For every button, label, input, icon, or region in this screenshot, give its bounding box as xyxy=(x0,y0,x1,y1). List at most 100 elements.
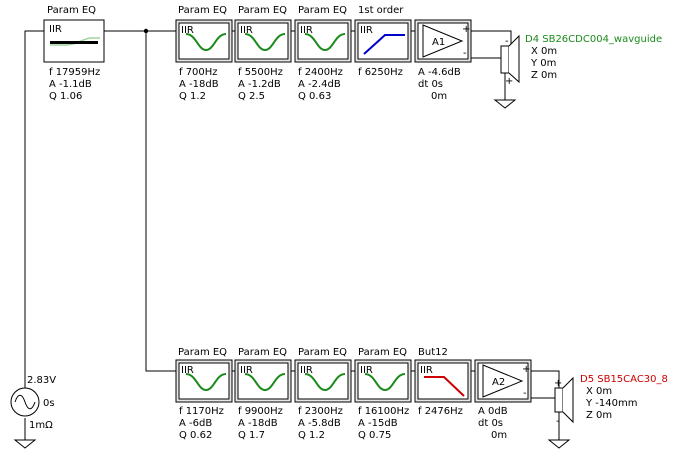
amplifier-a2[interactable]: A2 + - A 0dB dt 0s 0m xyxy=(474,359,532,441)
block-title: But12 xyxy=(418,347,448,358)
block-inner xyxy=(178,22,230,60)
block-label: IIR xyxy=(300,365,313,376)
block-freq: f 6250Hz xyxy=(358,67,403,78)
driver-z: Z 0m xyxy=(531,70,557,81)
ground-icon xyxy=(13,439,37,449)
block-title: Param EQ xyxy=(238,347,287,358)
driver-d5[interactable]: + - D5 SB15CAC30_8 X 0m Y -140mm Z 0m xyxy=(554,374,668,427)
peq-curve-icon xyxy=(185,33,227,52)
driver-top-sign: - xyxy=(505,36,509,47)
driver-x: X 0m xyxy=(586,386,612,397)
driver-bottom-sign: - xyxy=(556,416,560,427)
source-resistance: 1mΩ xyxy=(29,420,53,431)
top-eq-block[interactable]: Param EQ IIR f 17959Hz A -1.1dB Q 1.06 xyxy=(43,5,105,102)
driver-d4[interactable]: - + D4 SB26CDC004_wavguide X 0m Y 0m Z 0… xyxy=(500,34,662,87)
voltage-source[interactable]: 2.83V 0s 1mΩ xyxy=(10,375,56,431)
peq-curve-icon xyxy=(244,373,286,392)
block-freq: f 1170Hz xyxy=(179,406,224,417)
branch1-block-2[interactable]: Param EQ IIR f 2400Hz A -2.4dB Q 0.63 xyxy=(294,5,352,102)
branch1-block-0[interactable]: Param EQ IIR f 700Hz A -18dB Q 1.2 xyxy=(175,5,233,102)
peq-curve-icon xyxy=(364,373,406,392)
peq-curve-icon xyxy=(304,373,346,392)
top-eq-q: Q 1.06 xyxy=(49,91,82,102)
block-inner xyxy=(357,362,409,400)
block-q: Q 1.2 xyxy=(179,91,206,102)
block-q: Q 0.62 xyxy=(179,430,212,441)
peq-curve-icon xyxy=(185,373,227,392)
driver-name: D4 SB26CDC004_wavguide xyxy=(525,34,662,45)
highpass-curve-icon xyxy=(363,34,405,55)
block-freq: f 700Hz xyxy=(179,67,218,78)
branch2-block-0[interactable]: Param EQ IIR f 1170Hz A -6dB Q 0.62 xyxy=(175,347,233,441)
branch2-block-1[interactable]: Param EQ IIR f 9900Hz A -18dB Q 1.7 xyxy=(234,347,292,441)
block-q: Q 1.2 xyxy=(298,430,325,441)
block-inner xyxy=(297,362,349,400)
driver-x: X 0m xyxy=(531,46,557,57)
source-voltage: 2.83V xyxy=(27,375,56,386)
ground-icon xyxy=(547,439,571,449)
speaker-cone-icon xyxy=(508,34,520,84)
block-q: Q 1.7 xyxy=(238,430,265,441)
source-delay: 0s xyxy=(43,398,55,409)
ground-icon xyxy=(493,99,517,109)
block-gain: A -15dB xyxy=(358,418,398,429)
amp-delay: dt 0s xyxy=(418,79,443,90)
amp-minus: - xyxy=(523,388,527,399)
branch1-block-3[interactable]: 1st order IIR f 6250Hz xyxy=(354,5,412,78)
amp-gain: A -4.6dB xyxy=(418,67,461,78)
block-label: IIR xyxy=(360,365,373,376)
amp-plus: + xyxy=(462,24,470,35)
top-eq-label: IIR xyxy=(49,24,62,35)
amp-triangle-icon xyxy=(422,24,464,58)
driver-bottom-sign: + xyxy=(505,76,513,87)
driver-y: Y 0m xyxy=(530,58,556,69)
branch2-block-2[interactable]: Param EQ IIR f 2300Hz A -5.8dB Q 1.2 xyxy=(294,347,352,441)
block-label: IIR xyxy=(300,25,313,36)
top-eq-gain: A -1.1dB xyxy=(49,79,92,90)
branch1-block-1[interactable]: Param EQ IIR f 5500Hz A -1.2dB Q 2.5 xyxy=(234,5,292,102)
block-label: IIR xyxy=(181,25,194,36)
amp-distance: 0m xyxy=(491,430,507,441)
block-title: Param EQ xyxy=(358,347,407,358)
block-inner xyxy=(237,362,289,400)
block-label: IIR xyxy=(360,25,373,36)
block-freq: f 2400Hz xyxy=(298,67,343,78)
amp-label: A2 xyxy=(492,377,505,388)
amp-minus: - xyxy=(463,48,467,59)
driver-z: Z 0m xyxy=(586,410,612,421)
block-label: IIR xyxy=(240,25,253,36)
branch2-block-4[interactable]: But12 IIR f 2476Hz xyxy=(414,347,472,417)
peq-curve-icon xyxy=(304,33,346,52)
block-title: Param EQ xyxy=(298,5,347,16)
block-label: IIR xyxy=(181,365,194,376)
block-title: Param EQ xyxy=(178,347,227,358)
block-gain: A -5.8dB xyxy=(298,418,341,429)
speaker-magnet-icon xyxy=(554,387,564,413)
amp-delay: dt 0s xyxy=(478,418,503,429)
amp-gain: A 0dB xyxy=(478,406,508,417)
driver-top-sign: + xyxy=(554,378,562,389)
block-title: Param EQ xyxy=(178,5,227,16)
amp-distance: 0m xyxy=(431,91,447,102)
wire-amp1-plus xyxy=(471,30,512,46)
block-freq: f 5500Hz xyxy=(238,67,283,78)
branch2-block-3[interactable]: Param EQ IIR f 16100Hz A -15dB Q 0.75 xyxy=(354,347,412,441)
block-gain: A -18dB xyxy=(179,79,219,90)
amp-label: A1 xyxy=(432,37,445,48)
block-label: IIR xyxy=(420,365,433,376)
block-freq: f 2300Hz xyxy=(298,406,343,417)
speaker-cone-icon xyxy=(562,376,574,424)
block-title: Param EQ xyxy=(238,5,287,16)
block-label: IIR xyxy=(240,365,253,376)
top-eq-bar-icon xyxy=(50,41,98,44)
block-gain: A -18dB xyxy=(238,418,278,429)
amp-triangle-icon xyxy=(482,364,524,398)
amplifier-a1[interactable]: A1 + - A -4.6dB dt 0s 0m xyxy=(414,19,472,102)
block-gain: A -2.4dB xyxy=(298,79,341,90)
peq-curve-icon xyxy=(244,33,286,52)
top-eq-title: Param EQ xyxy=(47,5,96,16)
driver-y: Y -140mm xyxy=(585,398,637,409)
block-title: Param EQ xyxy=(298,347,347,358)
block-gain: A -6dB xyxy=(179,418,212,429)
top-eq-freq: f 17959Hz xyxy=(49,67,100,78)
